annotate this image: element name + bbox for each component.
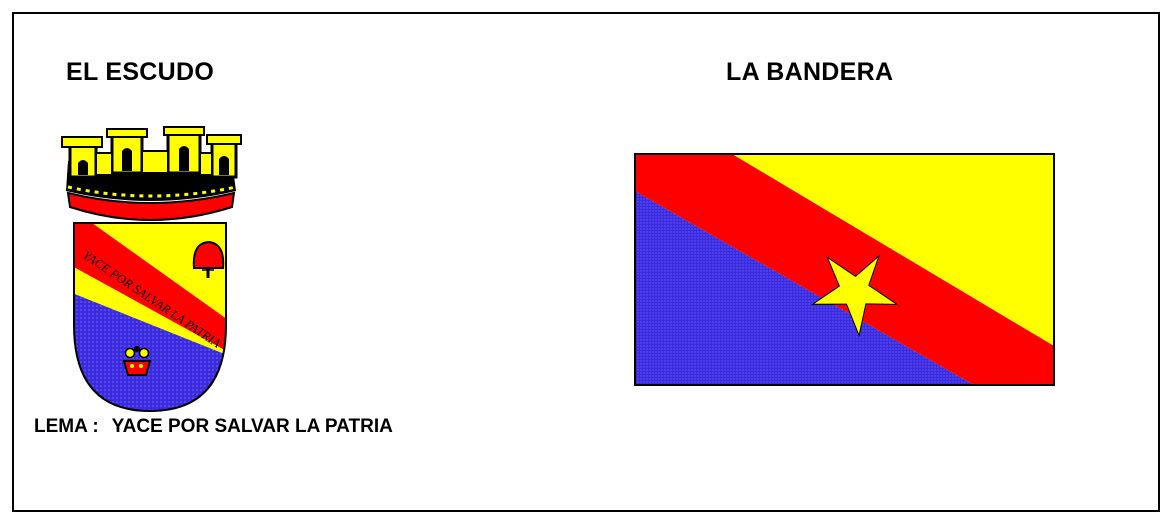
motto-text: YACE POR SALVAR LA PATRIA: [111, 416, 393, 437]
flag-image: [634, 153, 1055, 386]
motto-line: LEMA : YACE POR SALVAR LA PATRIA: [34, 416, 393, 438]
flower-pot-icon: [122, 346, 152, 376]
shield-body: [74, 223, 226, 411]
coat-of-arms-image: YACE POR SALVAR LA PATRIA: [61, 126, 242, 413]
bandera-heading: LA BANDERA: [726, 58, 894, 86]
motto-label: LEMA :: [34, 416, 99, 437]
star-icon: [811, 254, 899, 338]
mural-crown: [61, 126, 242, 221]
escudo-heading: EL ESCUDO: [66, 58, 215, 86]
tree-icon: [192, 240, 225, 278]
